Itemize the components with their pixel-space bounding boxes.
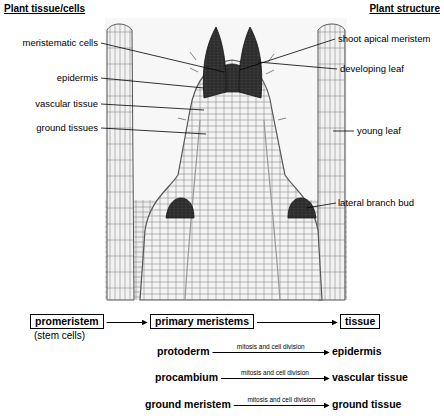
section-heading: Plant structure bbox=[369, 3, 440, 14]
tissue-text-node: procambium bbox=[155, 371, 218, 384]
part-label: ground tissues bbox=[36, 122, 98, 133]
node-text: ground meristem bbox=[145, 398, 231, 411]
node-text: tissue bbox=[340, 314, 380, 329]
node-text: protoderm bbox=[157, 345, 210, 358]
flow-arrow bbox=[213, 352, 330, 353]
part-label: young leaf bbox=[357, 125, 401, 136]
part-label: vascular tissue bbox=[35, 98, 98, 109]
node-text: epidermis bbox=[332, 345, 382, 358]
tissue-text-node: epidermis bbox=[332, 345, 382, 358]
flow-arrow bbox=[234, 405, 329, 406]
part-label: developing leaf bbox=[340, 63, 404, 74]
stage-box: tissue bbox=[340, 314, 380, 329]
tissue-text-node: protoderm bbox=[157, 345, 210, 358]
stage-box: primary meristems bbox=[150, 314, 254, 329]
node-text: vascular tissue bbox=[332, 371, 408, 384]
section-heading: Plant tissue/cells bbox=[4, 3, 85, 14]
node-text: ground tissue bbox=[332, 398, 401, 411]
part-label: epidermis bbox=[57, 72, 98, 83]
flow-arrow bbox=[221, 378, 329, 379]
tissue-text-node: ground tissue bbox=[332, 398, 401, 411]
part-label: shoot apical meristem bbox=[338, 33, 430, 44]
node-text: primary meristems bbox=[150, 314, 254, 329]
flow-arrow bbox=[107, 322, 147, 323]
part-label: meristematic cells bbox=[23, 37, 99, 48]
edge-label: mitosis and cell division bbox=[246, 396, 316, 404]
node-note: (stem cells) bbox=[30, 329, 85, 342]
edge-label: mitosis and cell division bbox=[240, 369, 310, 377]
edge-label: mitosis and cell division bbox=[236, 343, 306, 351]
part-label: lateral branch bud bbox=[338, 197, 414, 208]
leader-lines bbox=[101, 39, 354, 208]
stage-box: promeristem(stem cells) bbox=[30, 314, 104, 342]
node-text: procambium bbox=[155, 371, 218, 384]
flow-arrow bbox=[257, 322, 337, 323]
tissue-text-node: ground meristem bbox=[145, 398, 231, 411]
tissue-text-node: vascular tissue bbox=[332, 371, 408, 384]
node-text: promeristem bbox=[30, 314, 104, 329]
